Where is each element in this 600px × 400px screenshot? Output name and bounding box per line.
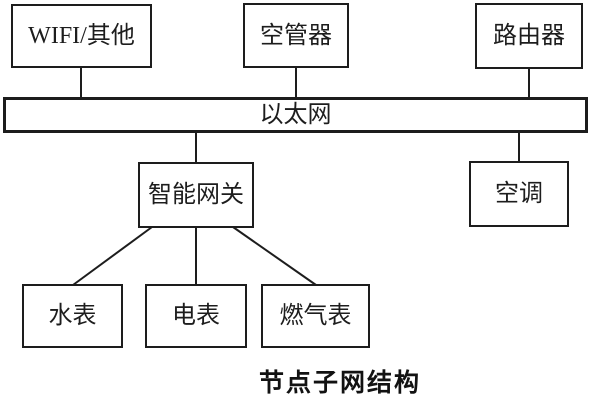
node-water-meter-label: 水表 [48,303,97,329]
node-electricity-meter-label: 电表 [172,303,220,329]
node-air-conditioner-label: 空调 [495,181,543,207]
node-air-controller: 空管器 [243,3,349,68]
node-smart-gateway-label: 智能网关 [148,182,244,208]
ethernet-bus-bar: 以太网 [3,97,588,133]
node-air-controller-label: 空管器 [260,22,332,49]
node-gas-meter: 燃气表 [261,284,370,348]
node-air-conditioner: 空调 [469,161,569,227]
node-wifi: WIFI/其他 [11,4,152,68]
node-wifi-label: WIFI/其他 [28,23,135,49]
node-smart-gateway: 智能网关 [138,162,254,228]
edge-gateway-gas-meter [232,226,317,286]
node-water-meter: 水表 [22,284,123,348]
edge-gateway-water-meter [72,226,153,286]
node-gas-meter-label: 燃气表 [279,303,352,329]
node-router: 路由器 [475,3,583,69]
diagram-caption: 节点子网结构 [258,369,421,397]
ethernet-bus-label: 以太网 [259,102,332,128]
node-router-label: 路由器 [493,23,565,49]
node-electricity-meter: 电表 [145,284,247,348]
